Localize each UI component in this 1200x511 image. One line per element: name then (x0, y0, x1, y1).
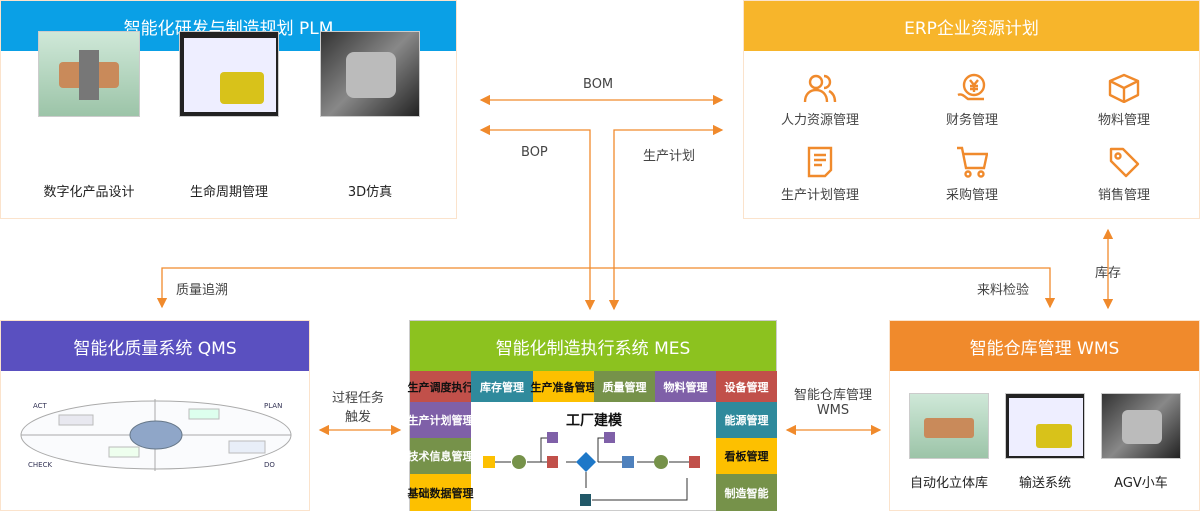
plan-arrow (608, 124, 724, 311)
pdca-cycle-diagram (20, 399, 292, 471)
wms-panel: 智能仓库管理 WMS 自动化立体库 输送系统 AGV小车 (889, 320, 1200, 511)
quality-trace-label: 质量追溯 (176, 283, 229, 298)
mes-module: 看板管理 (716, 438, 777, 474)
wms-title: 智能仓库管理 WMS (890, 321, 1199, 371)
mes-module: 设备管理 (716, 371, 777, 402)
wms-item-label: 自动化立体库 (909, 476, 988, 491)
wms-item-label: AGV小车 (1114, 476, 1168, 491)
product-design-image (38, 31, 140, 117)
tag-icon (1109, 147, 1140, 178)
document-icon (807, 146, 833, 178)
plm-item-label: 生命周期管理 (189, 185, 268, 200)
erp-item-material: 物料管理 (1049, 73, 1199, 128)
mes-module: 技术信息管理 (408, 438, 474, 474)
erp-item-purchase: 采购管理 (897, 146, 1047, 203)
pdca-check: CHECK (28, 461, 53, 469)
mes-panel: 智能化制造执行系统 MES 生产调度执行 库存管理 生产准备管理 质量管理 物料… (408, 320, 777, 511)
qms-panel: 智能化质量系统 QMS ACT PLAN CHECK DO (0, 320, 310, 511)
bop-label: BOP (521, 145, 548, 160)
mes-module: 基础数据管理 (408, 474, 474, 511)
incoming-inspection-label: 来料检验 (977, 283, 1030, 298)
cart-icon (957, 146, 988, 178)
bom-label: BOM (583, 77, 614, 92)
pdca-do: DO (264, 461, 275, 469)
factory-model-flow (483, 432, 700, 506)
erp-title: ERP企业资源计划 (744, 1, 1199, 51)
mes-module: 制造智能 (716, 474, 777, 511)
mes-module: 库存管理 (471, 371, 533, 402)
mes-module: 生产计划管理 (408, 402, 474, 438)
mes-module: 物料管理 (655, 371, 716, 402)
erp-item-sales: 销售管理 (1049, 146, 1199, 203)
mes-module: 生产调度执行 (408, 371, 474, 402)
lifecycle-image (179, 31, 279, 117)
mes-module: 质量管理 (594, 371, 655, 402)
erp-item-hr: 人力资源管理 (745, 73, 895, 128)
box-icon (1108, 73, 1140, 103)
task-trigger-label: 过程任务触发 (331, 391, 384, 425)
plm-panel: 智能化研发与制造规划 PLM 数字化产品设计 生命周期管理 3D仿真 (0, 0, 457, 219)
yen-hand-icon (957, 73, 986, 101)
conveyor-system-image (1005, 393, 1085, 459)
quality-trace-arrow (156, 267, 1056, 309)
qms-title: 智能化质量系统 QMS (1, 321, 309, 371)
factory-modeling-title: 工厂建模 (566, 413, 622, 429)
agv-image (1101, 393, 1181, 459)
plm-item-label: 数字化产品设计 (43, 185, 135, 200)
pdca-plan: PLAN (264, 402, 283, 410)
plan-label: 生产计划 (643, 149, 696, 164)
3d-simulation-image (320, 31, 420, 117)
mes-module: 能源管理 (716, 402, 777, 438)
people-icon (803, 74, 837, 103)
automated-warehouse-image (909, 393, 989, 459)
erp-item-production-plan: 生产计划管理 (745, 146, 895, 203)
erp-panel: ERP企业资源计划 人力资源管理 财务管理 物料管理 生产计划管理 采购管理 销… (743, 0, 1200, 219)
erp-item-finance: 财务管理 (897, 73, 1047, 128)
plm-item-label: 3D仿真 (347, 185, 393, 200)
mes-title: 智能化制造执行系统 MES (410, 321, 776, 371)
wms-item-label: 输送系统 (1018, 476, 1071, 491)
bop-arrow (479, 124, 596, 311)
stock-label: 库存 (1095, 266, 1122, 281)
pdca-act: ACT (33, 402, 47, 410)
mes-module: 生产准备管理 (531, 371, 597, 402)
